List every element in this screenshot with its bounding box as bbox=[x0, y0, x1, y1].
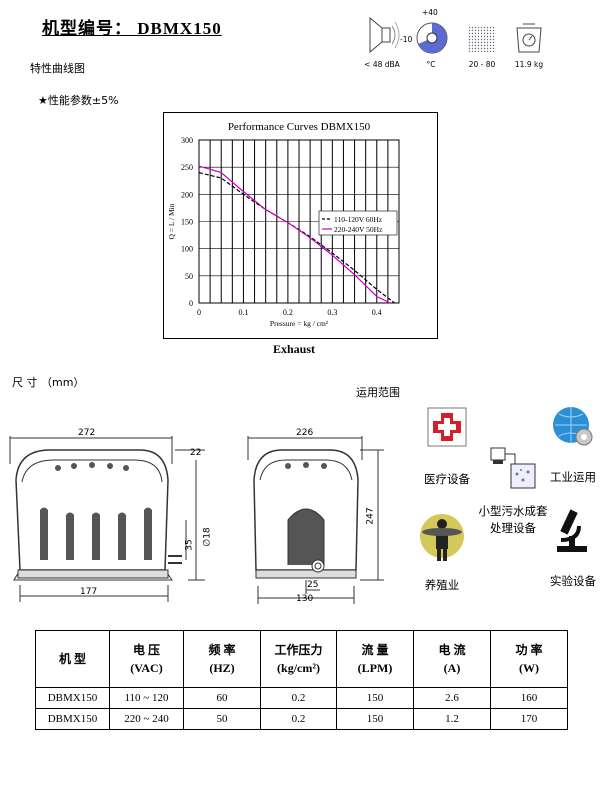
temp-max: +40 bbox=[422, 8, 438, 17]
front-diameter-dimension: ∅18 bbox=[202, 527, 213, 547]
table-cell: 170 bbox=[490, 708, 568, 730]
header-model: 机 型 bbox=[35, 630, 110, 688]
chart-caption: Exhaust bbox=[273, 342, 316, 356]
humidity-label: 20 - 80 bbox=[468, 60, 496, 69]
x-tick-label: 0.3 bbox=[327, 308, 337, 317]
table-cell: 0.2 bbox=[260, 687, 337, 709]
performance-chart-frame: Performance Curves DBMX150 0 0.1 0.2 0.3 0.4 0… bbox=[163, 112, 438, 339]
noise-spec: < 48 dBA bbox=[362, 14, 402, 69]
page-title: 机型编号： DBMX150 bbox=[42, 19, 222, 38]
application-laboratory: 实验设备 bbox=[540, 506, 606, 589]
temperature-spec: +40 -10 °C bbox=[400, 8, 454, 69]
weight-icon bbox=[516, 23, 542, 53]
x-axis-label: Pressure = kg / cm² bbox=[270, 319, 329, 328]
section-heading-curves: 特性曲线图 bbox=[30, 62, 85, 75]
weight-label: 11.9 kg bbox=[514, 60, 544, 69]
application-industrial: 工业运用 bbox=[540, 404, 606, 485]
front-base-dimension: 177 bbox=[80, 587, 98, 597]
application-aquaculture-label: 养殖业 bbox=[424, 578, 460, 592]
side-width-dimension: 226 bbox=[296, 428, 314, 438]
speaker-icon bbox=[369, 16, 400, 54]
table-cell: 1.2 bbox=[413, 708, 491, 730]
application-laboratory-label: 实验设备 bbox=[550, 574, 596, 588]
header-power: 功 率(W) bbox=[490, 630, 568, 688]
application-aquaculture: 养殖业 bbox=[412, 510, 472, 593]
table-cell: 2.6 bbox=[413, 687, 491, 709]
series-line-2 bbox=[198, 165, 391, 304]
noise-label: < 48 dBA bbox=[364, 60, 400, 69]
y-tick-label: 100 bbox=[181, 245, 193, 254]
side-height-dimension: 247 bbox=[365, 507, 376, 525]
dimensions-heading: 尺 寸 （mm） bbox=[12, 376, 85, 389]
front-height-dimension: 35 bbox=[184, 539, 195, 551]
front-side-dimension: 22 bbox=[190, 448, 202, 458]
header-flow: 流 量(LPM) bbox=[336, 630, 414, 688]
application-medical-label: 医疗设备 bbox=[424, 472, 470, 486]
x-tick-label: 0 bbox=[197, 308, 201, 317]
applications-heading: 运用范围 bbox=[356, 386, 400, 399]
application-sewage: 小型污水成套处理设备 bbox=[474, 442, 552, 537]
microscope-icon bbox=[557, 509, 587, 552]
thermometer-icon bbox=[416, 22, 448, 54]
front-view-drawing bbox=[9, 436, 205, 602]
table-cell: DBMX150 bbox=[35, 687, 110, 709]
header-voltage: 电 压(VAC) bbox=[109, 630, 184, 688]
chart-title: Performance Curves DBMX150 bbox=[228, 121, 371, 133]
application-medical: 医疗设备 bbox=[412, 404, 482, 487]
table-cell: 60 bbox=[183, 687, 261, 709]
accuracy-note: ★性能参数±5% bbox=[38, 94, 119, 107]
front-width-dimension: 272 bbox=[78, 428, 96, 438]
y-axis-label: Q = L / Min bbox=[167, 203, 176, 239]
table-cell: DBMX150 bbox=[35, 708, 110, 730]
spec-table-header: 机 型 电 压(VAC) 频 率(HZ) 工作压力(kg/cm²) 流 量(LP… bbox=[35, 630, 568, 688]
table-cell: 110 ~ 120 bbox=[109, 687, 184, 709]
x-tick-label: 0.4 bbox=[372, 308, 382, 317]
plot-area bbox=[198, 139, 400, 304]
spec-table: 机 型 电 压(VAC) 频 率(HZ) 工作压力(kg/cm²) 流 量(LP… bbox=[35, 630, 568, 730]
fisherman-icon bbox=[420, 514, 464, 561]
header-frequency: 频 率(HZ) bbox=[183, 630, 261, 688]
humidity-icon bbox=[468, 26, 496, 52]
table-cell: 150 bbox=[336, 708, 414, 730]
legend-label: 110-120V 60Hz bbox=[334, 215, 383, 224]
y-tick-label: 150 bbox=[181, 218, 193, 227]
temp-min: -10 bbox=[400, 35, 413, 44]
application-industrial-label: 工业运用 bbox=[550, 470, 596, 484]
side-base-dimension: 130 bbox=[296, 594, 314, 604]
y-tick-label: 250 bbox=[181, 163, 193, 172]
table-cell: 160 bbox=[490, 687, 568, 709]
table-row: DBMX150 110 ~ 120 60 0.2 150 2.6 160 bbox=[35, 687, 568, 709]
sewage-tank-icon bbox=[490, 447, 536, 489]
legend-box bbox=[318, 210, 398, 236]
application-sewage-label: 小型污水成套处理设备 bbox=[478, 504, 548, 535]
performance-chart: Performance Curves DBMX150 0 0.1 0.2 0.3 0.4 0… bbox=[167, 121, 400, 328]
weight-spec: 11.9 kg bbox=[509, 14, 549, 69]
table-cell: 50 bbox=[183, 708, 261, 730]
y-tick-label: 0 bbox=[189, 299, 193, 308]
table-row: DBMX150 220 ~ 240 50 0.2 150 1.2 170 bbox=[35, 708, 568, 730]
x-tick-label: 0.2 bbox=[283, 308, 293, 317]
temperature-label: °C bbox=[426, 60, 436, 69]
globe-gear-icon bbox=[553, 407, 593, 446]
table-cell: 150 bbox=[336, 687, 414, 709]
side-view-drawing bbox=[247, 436, 384, 604]
humidity-spec: 20 - 80 bbox=[462, 14, 502, 69]
y-tick-label: 200 bbox=[181, 190, 193, 199]
header-current: 电 流(A) bbox=[413, 630, 491, 688]
table-cell: 220 ~ 240 bbox=[109, 708, 184, 730]
y-tick-label: 300 bbox=[181, 136, 193, 145]
legend-label: 220-240V 50Hz bbox=[334, 225, 383, 234]
medical-cross-icon bbox=[427, 407, 467, 447]
table-cell: 0.2 bbox=[260, 708, 337, 730]
x-tick-label: 0.1 bbox=[238, 308, 248, 317]
header-pressure: 工作压力(kg/cm²) bbox=[260, 630, 337, 688]
side-outlet-dimension: 25 bbox=[307, 580, 319, 590]
y-tick-label: 50 bbox=[185, 272, 193, 281]
